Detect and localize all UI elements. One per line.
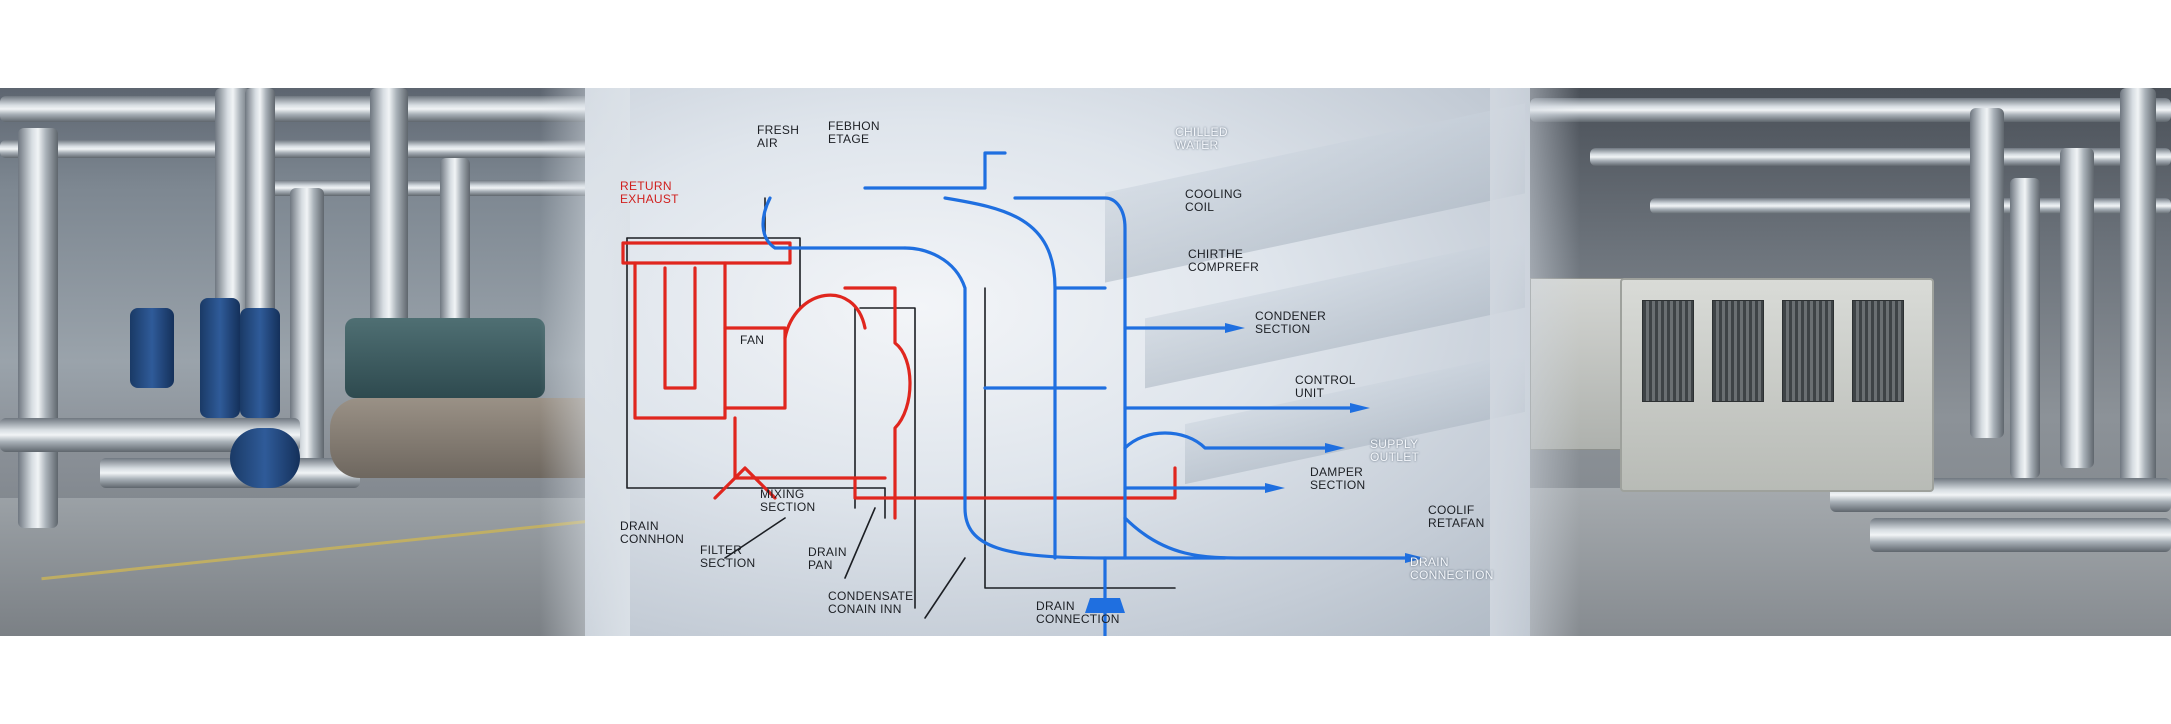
supply-inlet	[761, 196, 907, 250]
label-fan: FAN	[740, 333, 765, 347]
left-floor	[0, 498, 620, 636]
return-branch	[663, 266, 697, 390]
frame-line	[984, 287, 1176, 589]
label-drain-connection-left: DRAIN CONNHON	[620, 519, 685, 546]
label-condenser-section: CONDENER SECTION	[1255, 309, 1327, 336]
leader-line	[724, 517, 786, 559]
hvac-banner-image: FRESH AIR FEBHON ETAGE RETURN EXHAUST CH…	[0, 88, 2171, 636]
vertical-pipe	[2060, 148, 2094, 468]
label-cooling-retain: COOLIF RETAFAN	[1428, 503, 1485, 530]
label-drain-bottom: DRAIN CONNECTION	[1036, 599, 1120, 626]
return-coil	[723, 326, 787, 410]
return-header	[621, 241, 792, 265]
supply-riser	[943, 196, 1057, 560]
chiller-unit	[345, 318, 545, 398]
label-control-unit: CONTROL UNIT	[1295, 373, 1356, 400]
vertical-pipe	[245, 88, 275, 328]
label-mixing-section: MIXING SECTION	[760, 487, 816, 514]
hvac-schematic-diagram	[621, 151, 1425, 636]
supply-main	[903, 246, 1227, 560]
floor-pipe	[1870, 518, 2171, 552]
vertical-pipe	[18, 128, 58, 528]
overhead-pipe	[250, 180, 620, 196]
supply-loop	[761, 151, 1417, 636]
condenser-grille	[1782, 300, 1834, 402]
panel-blend-right	[1490, 88, 1580, 636]
return-loop	[621, 241, 1177, 520]
frame-line	[626, 237, 801, 309]
return-lower	[733, 416, 887, 480]
overhead-pipe	[1590, 148, 2171, 166]
overhead-pipe	[1650, 198, 2171, 214]
return-connector	[853, 466, 1177, 500]
condenser-grille	[1712, 300, 1764, 402]
overhead-pipe	[0, 140, 620, 158]
terminal-arrow	[1405, 553, 1425, 563]
terminal-arrow	[1325, 443, 1345, 453]
overhead-pipe	[1530, 98, 2171, 122]
supply-terminals	[1085, 323, 1425, 613]
label-chiller-compressor: CHIRTHE COMPREFR	[1188, 247, 1260, 274]
right-floor	[1530, 488, 2171, 636]
leader-line	[844, 507, 876, 579]
water-pump	[240, 308, 280, 418]
label-supply-outlet: SUPPLY OUTLET	[1370, 437, 1420, 464]
supply-branch	[1123, 516, 1417, 560]
label-fresh-stage: FEBHON ETAGE	[828, 119, 880, 146]
terminal-arrow	[1265, 483, 1285, 493]
left-mechanical-room-photo	[0, 88, 620, 636]
label-filter-section: FILTER SECTION	[700, 543, 756, 570]
panel-blend-left	[540, 88, 630, 636]
frame-line	[626, 237, 886, 489]
terminal-arrow	[1350, 403, 1370, 413]
return-bend	[783, 293, 867, 340]
air-cooled-chiller	[1620, 278, 1934, 492]
label-chilled-water: CHILLED WATER	[1175, 125, 1228, 152]
label-drain-pan: DRAIN PAN	[808, 545, 847, 572]
return-riser	[843, 286, 912, 520]
vertical-pipe	[1970, 108, 2004, 438]
supply-branch	[1123, 431, 1337, 450]
label-damper-section: DAMPER SECTION	[1310, 465, 1366, 492]
return-branch	[633, 261, 727, 420]
label-drain-connection-right: DRAIN CONNECTION	[1410, 555, 1494, 582]
water-pump	[130, 308, 174, 388]
label-condensate: CONDENSATE CONAIN INN	[828, 589, 914, 616]
supply-top	[863, 151, 1007, 190]
pump-motor	[230, 428, 300, 488]
vertical-pipe	[2120, 88, 2156, 488]
condenser-grille	[1852, 300, 1904, 402]
vertical-pipe	[2010, 178, 2040, 478]
return-valve	[713, 466, 777, 500]
condenser-grille	[1642, 300, 1694, 402]
leader-line	[924, 557, 966, 619]
label-cooling-coil: COOLING COIL	[1185, 187, 1243, 214]
frame-line	[859, 307, 916, 609]
terminal-arrow	[1225, 323, 1245, 333]
overhead-pipe	[0, 96, 620, 122]
supply-riser	[1013, 196, 1127, 560]
label-fresh-air: FRESH AIR	[757, 123, 800, 150]
label-return-exhaust: RETURN EXHAUST	[620, 179, 679, 206]
drain-fitting	[1085, 598, 1125, 613]
water-pump	[200, 298, 240, 418]
right-mechanical-room-photo	[1530, 88, 2171, 636]
